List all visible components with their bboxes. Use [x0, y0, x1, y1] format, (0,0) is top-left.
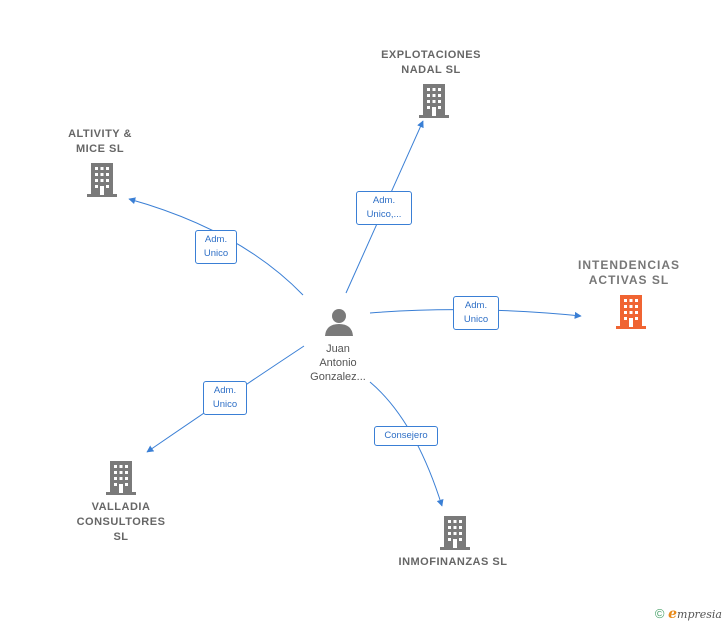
- company-label-valladia-consultores[interactable]: VALLADIA CONSULTORES SL: [76, 501, 166, 543]
- building-icon[interactable]: [439, 516, 471, 550]
- edge-label-intendencias-activas[interactable]: Adm. Unico: [453, 296, 499, 330]
- edge-label-explotaciones-nadal[interactable]: Adm. Unico,...: [356, 191, 412, 225]
- copyright-notice: © empresia: [655, 606, 722, 622]
- person-name[interactable]: Juan Antonio Gonzalez...: [310, 343, 366, 383]
- building-icon[interactable]: [418, 84, 450, 118]
- company-label-intendencias-activas[interactable]: INTENDENCIAS ACTIVAS SL: [577, 258, 680, 287]
- edge-label-altivity-mice[interactable]: Adm. Unico: [195, 230, 237, 264]
- empresia-logo[interactable]: empresia: [668, 606, 722, 622]
- copyright-symbol: ©: [654, 606, 665, 621]
- company-label-inmofinanzas[interactable]: INMOFINANZAS SL: [398, 556, 508, 568]
- building-icon[interactable]: [105, 461, 137, 495]
- brand-initial: e: [668, 606, 678, 622]
- person-icon[interactable]: [324, 307, 354, 337]
- brand-rest: mpresia: [677, 608, 722, 621]
- building-icon[interactable]: [615, 295, 647, 329]
- company-label-altivity-mice[interactable]: ALTIVITY & MICE SL: [68, 128, 132, 155]
- edge-label-valladia-consultores[interactable]: Adm. Unico: [203, 381, 247, 415]
- company-label-explotaciones-nadal[interactable]: EXPLOTACIONES NADAL SL: [381, 49, 481, 76]
- building-icon[interactable]: [86, 163, 118, 197]
- edge-label-inmofinanzas[interactable]: Consejero: [374, 426, 438, 446]
